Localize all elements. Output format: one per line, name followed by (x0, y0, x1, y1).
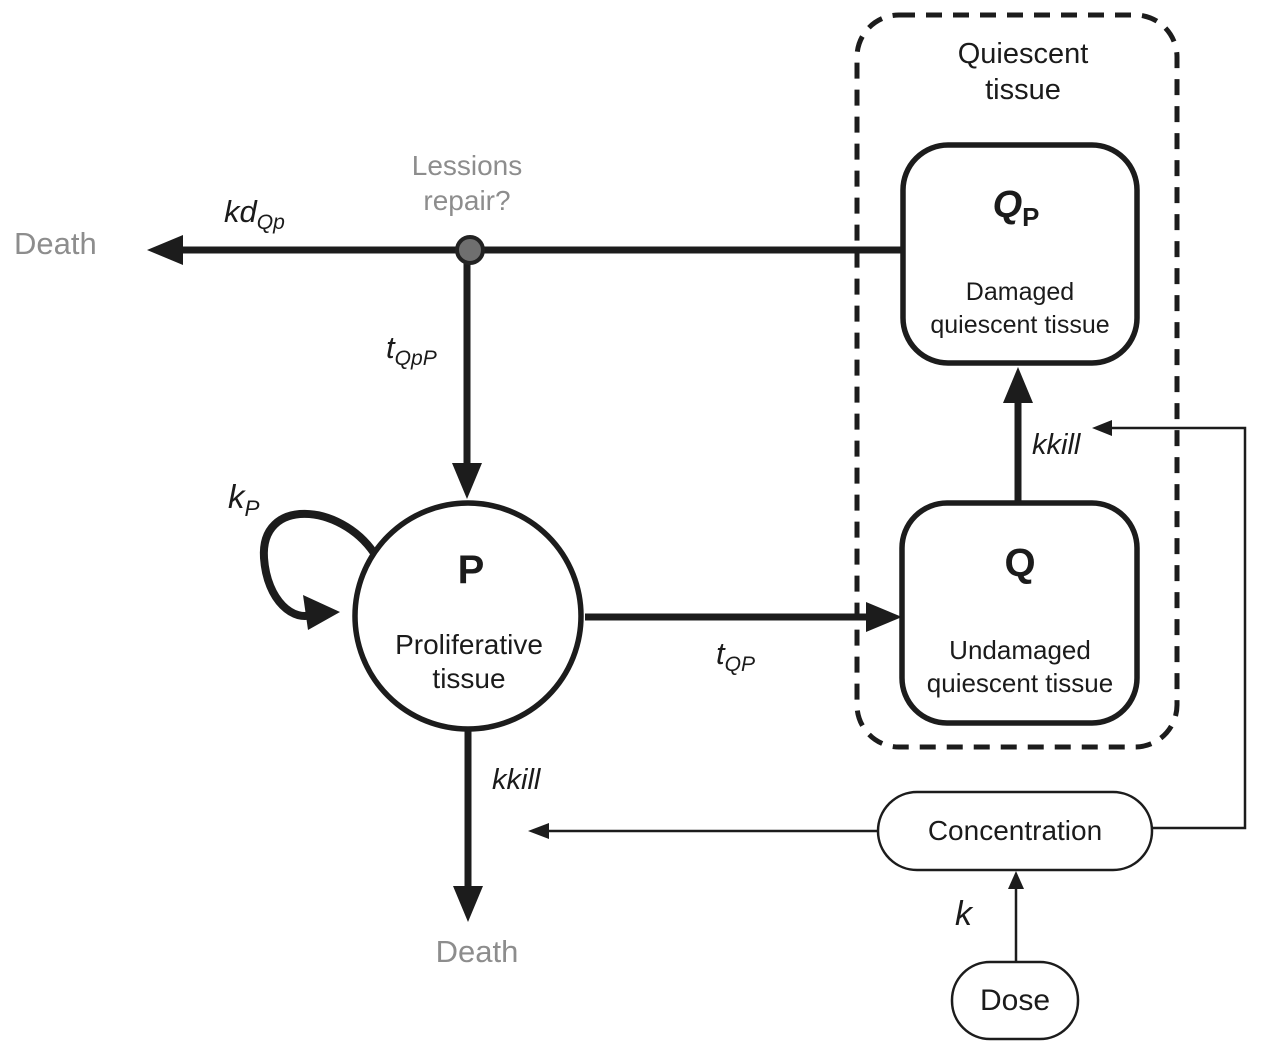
rate-tqpp-label: tQpP (386, 330, 437, 369)
rate-kkill-proliferative-label: kkill (492, 764, 541, 796)
node-proliferative-circle (352, 500, 584, 732)
node-q-symbol: Q (1004, 541, 1036, 585)
rate-k-dose-label: k (955, 895, 972, 933)
tqpp-sub: QpP (394, 347, 437, 371)
lesions-line2: repair? (423, 185, 511, 216)
qp-symbol-sub: P (1022, 203, 1040, 232)
kp-self-loop-arrowhead (303, 595, 340, 630)
p-desc-line1: Proliferative (395, 629, 543, 660)
qp-symbol-main: Q (992, 184, 1023, 226)
concentration-label: Concentration (927, 815, 1103, 846)
node-p-description: Proliferative tissue (395, 628, 543, 696)
rate-kp-label: kP (228, 478, 259, 519)
node-qp-symbol: QP (992, 184, 1040, 231)
kkill-q-arrowhead (1003, 367, 1033, 403)
node-concentration-pill (876, 790, 1154, 872)
kp-sub: P (244, 495, 260, 521)
rate-tqp-label: tQP (716, 636, 755, 675)
node-dose-pill (950, 960, 1080, 1041)
lesions-repair-label: Lessions repair? (412, 148, 523, 218)
q-desc-line2: quiescent tissue (926, 668, 1114, 698)
dose-label: Dose (979, 983, 1051, 1017)
q-desc-line1: Undamaged (949, 635, 1091, 665)
node-qp-description: Damaged quiescent tissue (930, 276, 1109, 342)
kdqp-sub: Qp (256, 211, 285, 235)
quiescent-title-line2: tissue (985, 74, 1061, 106)
qp-desc-line1: Damaged (965, 278, 1075, 306)
kp-self-loop (259, 510, 378, 620)
tqp-arrowhead (866, 602, 902, 632)
concentration-to-kkill-arrowhead (528, 823, 549, 839)
node-undamaged-quiescent-box (899, 500, 1140, 726)
dose-to-concentration-arrowhead (1008, 871, 1024, 889)
node-q-description: Undamaged quiescent tissue (927, 634, 1113, 700)
quiescent-title-line1: Quiescent (957, 38, 1089, 70)
death-bottom-label: Death (435, 934, 519, 969)
tqp-sub: QP (724, 653, 756, 677)
rate-kkill-quiescent-label: kkill (1032, 429, 1081, 461)
node-damaged-quiescent-box (900, 142, 1140, 366)
tqpp-main: t (386, 330, 395, 365)
quiescent-group-title: Quiescent tissue (958, 36, 1089, 108)
rate-kdqp-label: kdQp (224, 194, 285, 233)
concentration-feedback-line (1110, 426, 1247, 830)
quiescent-group-border (854, 12, 1180, 750)
kp-main: k (228, 478, 245, 515)
p-to-death-arrowhead (453, 886, 483, 922)
lesion-repair-junction-dot (455, 235, 485, 265)
concentration-feedback-arrowhead (1092, 420, 1112, 436)
death-left-label: Death (14, 226, 97, 261)
qp-to-death-arrowhead (147, 235, 183, 265)
tqp-main: t (716, 636, 725, 671)
qp-desc-line2: quiescent tissue (930, 311, 1110, 339)
p-desc-line2: tissue (432, 663, 506, 694)
kdqp-main: kd (224, 194, 257, 229)
lesions-line1: Lessions (411, 150, 523, 181)
node-p-symbol: P (457, 548, 485, 592)
tqpp-arrowhead (452, 463, 482, 499)
